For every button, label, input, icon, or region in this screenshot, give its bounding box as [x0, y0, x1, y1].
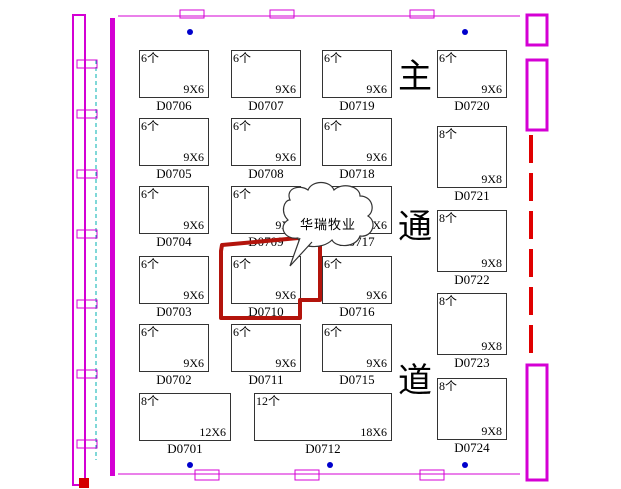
booth: 6个 9X6 — [139, 256, 209, 304]
booth-code: D0715 — [339, 372, 375, 387]
booth-code: D0722 — [454, 272, 490, 287]
booth-count: 8个 — [439, 294, 458, 308]
booth-code: D0719 — [339, 98, 375, 113]
booth-count: 8个 — [141, 394, 160, 408]
booth-count: 8个 — [439, 379, 458, 393]
booth: 6个 9X6 — [231, 324, 301, 372]
booth-size: 9X6 — [183, 150, 204, 164]
booth-size: 9X6 — [183, 356, 204, 370]
booth-count: 6个 — [439, 51, 458, 65]
aisle-char-1: 主 — [398, 57, 432, 97]
booth-code: D0712 — [305, 441, 341, 456]
booth-size: 12X6 — [199, 425, 226, 439]
booth-count: 6个 — [233, 119, 252, 133]
booth: 6个 9X6 — [322, 50, 392, 98]
booth-count: 6个 — [233, 257, 252, 271]
booth-code: D0720 — [454, 98, 490, 113]
booth: 6个 9X6 — [322, 118, 392, 166]
booth-count: 8个 — [439, 127, 458, 141]
booth-code: D0701 — [167, 441, 203, 456]
booth-code: D0702 — [156, 372, 192, 387]
booth-count: 6个 — [141, 119, 160, 133]
booth-count: 6个 — [324, 257, 343, 271]
booth-code: D0724 — [454, 440, 490, 455]
booth-code: D0723 — [454, 355, 490, 370]
booth-size: 9X8 — [481, 339, 502, 353]
booth-count: 6个 — [141, 51, 160, 65]
booth: 6个 9X6 — [322, 256, 392, 304]
booth-size: 9X6 — [366, 356, 387, 370]
booth-size: 9X6 — [275, 150, 296, 164]
booth: 6个 9X6 — [139, 118, 209, 166]
booth-code: D0711 — [248, 372, 284, 387]
booth-size: 9X6 — [275, 82, 296, 96]
booth: 8个 9X8 — [437, 293, 507, 355]
booth-count: 8个 — [439, 211, 458, 225]
booth: 6个 9X6 — [322, 324, 392, 372]
booth: 8个 9X8 — [437, 378, 507, 440]
booth-code: D0708 — [248, 166, 284, 181]
booth-size: 18X6 — [360, 425, 387, 439]
booth-size: 9X8 — [481, 172, 502, 186]
aisle-char-2: 通 — [398, 207, 432, 247]
booth: 6个 9X6 — [437, 50, 507, 98]
booth-count: 6个 — [233, 325, 252, 339]
booth-size: 9X6 — [275, 288, 296, 302]
booth: 6个 9X6 — [231, 50, 301, 98]
callout-label: 华瑞牧业 — [299, 218, 356, 233]
booth-size: 9X6 — [275, 356, 296, 370]
booth-code: D0706 — [156, 98, 192, 113]
booth: 8个 9X8 — [437, 210, 507, 272]
booth-code: D0707 — [248, 98, 284, 113]
aisle-char-3: 道 — [398, 361, 432, 401]
booth-count: 6个 — [141, 187, 160, 201]
booth: 6个 9X6 — [231, 118, 301, 166]
booth-count: 6个 — [324, 51, 343, 65]
booth-code: D0705 — [156, 166, 192, 181]
booth-size: 9X8 — [481, 424, 502, 438]
booth-code: D0721 — [454, 188, 490, 203]
booth: 8个 12X6 — [139, 393, 231, 441]
booth: 6个 9X6 — [139, 50, 209, 98]
booth-size: 9X6 — [366, 82, 387, 96]
booth-count: 6个 — [141, 257, 160, 271]
booth: 8个 9X8 — [437, 126, 507, 188]
booth-size: 9X6 — [366, 288, 387, 302]
booth: 6个 9X6 — [139, 186, 209, 234]
booth-code: D0710 — [248, 304, 284, 319]
booth-code: D0718 — [339, 166, 375, 181]
booth-count: 6个 — [324, 325, 343, 339]
booth-count: 12个 — [256, 394, 281, 408]
booth-count: 6个 — [324, 119, 343, 133]
booth-count: 6个 — [233, 51, 252, 65]
booth-size: 9X6 — [183, 288, 204, 302]
booth-size: 9X6 — [366, 150, 387, 164]
booth-count: 6个 — [141, 325, 160, 339]
booth-code: D0704 — [156, 234, 192, 249]
booth-code: D0716 — [339, 304, 375, 319]
booth-size: 9X6 — [481, 82, 502, 96]
booth-count: 6个 — [233, 187, 252, 201]
booth-size: 9X6 — [183, 218, 204, 232]
booth: 6个 9X6 — [231, 256, 301, 304]
booth-code: D0703 — [156, 304, 192, 319]
booth-size: 9X6 — [183, 82, 204, 96]
booth: 12个 18X6 — [254, 393, 392, 441]
booth: 6个 9X6 — [139, 324, 209, 372]
booth-size: 9X8 — [481, 256, 502, 270]
